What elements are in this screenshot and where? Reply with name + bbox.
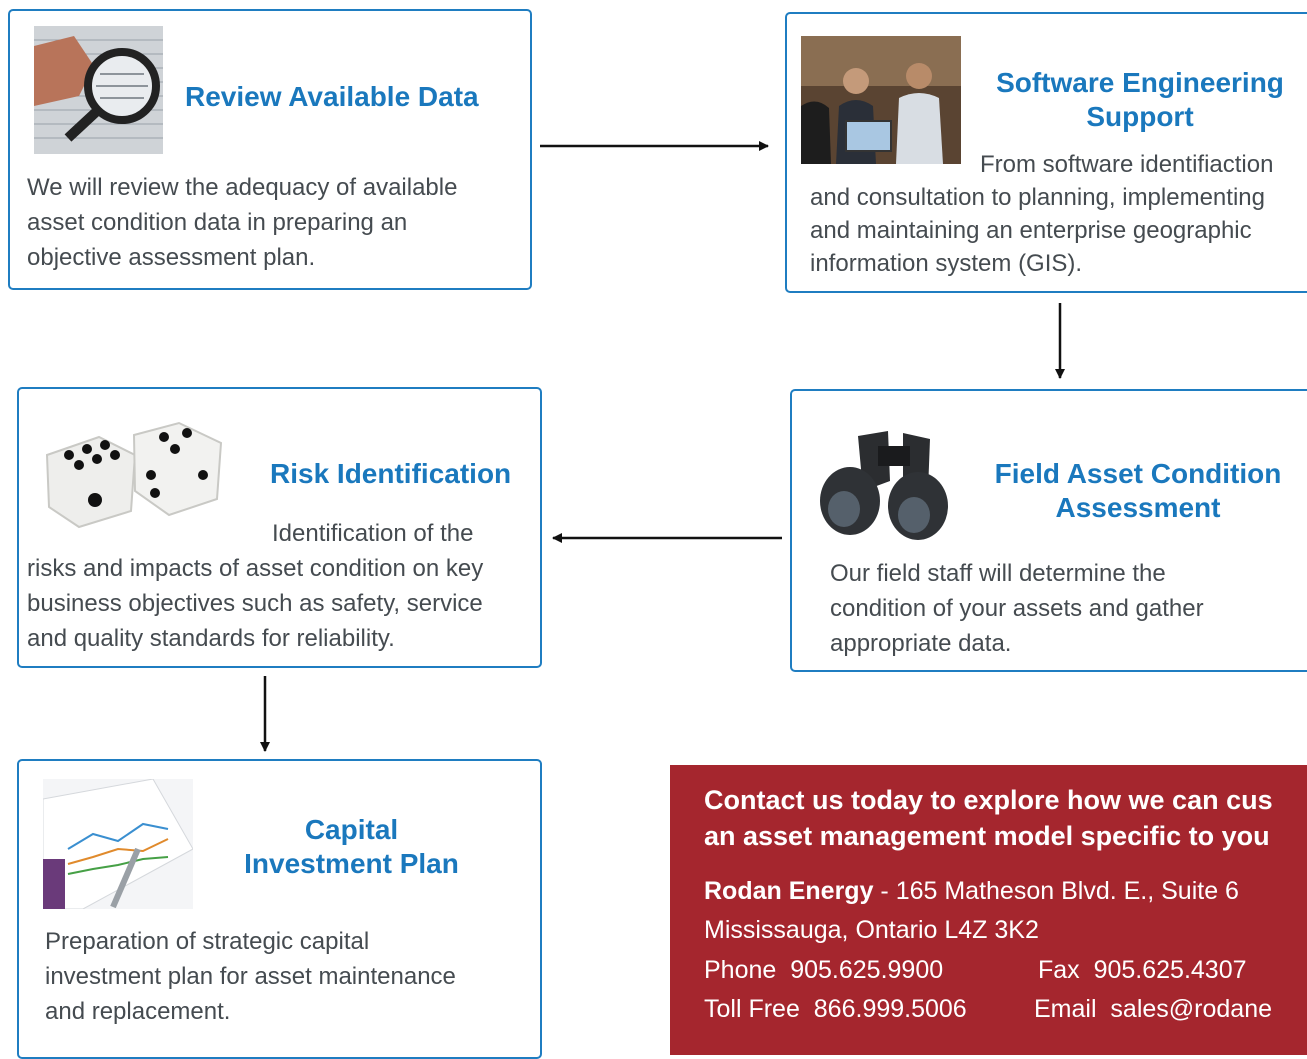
magnifying-glass-icon	[34, 26, 163, 154]
step-review-title: Review Available Data	[185, 81, 479, 112]
fax-number: 905.625.4307	[1093, 956, 1247, 984]
contact-panel: Contact us today to explore how we can c…	[670, 765, 1307, 1055]
step-capital-body: Preparation of strategic capital investm…	[45, 928, 456, 1025]
step-review-body: We will review the adequacy of available…	[27, 174, 458, 271]
email-label: Email	[1034, 995, 1097, 1023]
step-field-title: Field Asset Condition Assessment	[994, 458, 1282, 523]
step-field-card: Field Asset Condition Assessment Our fie…	[790, 389, 1307, 672]
step-capital-card: Capital Investment Plan Preparation of s…	[17, 759, 542, 1059]
tollfree-number: 866.999.5006	[813, 995, 967, 1023]
dice-icon	[39, 415, 229, 530]
contact-address-line-2: Mississauga, Ontario L4Z 3K2	[704, 916, 1039, 944]
step-capital-title: Capital Investment Plan	[244, 814, 459, 879]
step-risk-body: Identification of the risks and impacts …	[27, 520, 484, 652]
step-risk-title: Risk Identification	[270, 458, 512, 489]
step-software-body: From software identifiaction and consult…	[810, 151, 1274, 277]
contact-phone-line: Phone 905.625.9900	[704, 956, 943, 985]
binoculars-icon	[818, 421, 958, 546]
flow-arrows	[260, 141, 1065, 752]
chart-and-pen-icon	[43, 779, 193, 909]
step-risk-card: Risk Identification Identification of th…	[17, 387, 542, 668]
contact-headline-2: an asset management model specific to yo…	[704, 821, 1270, 851]
tollfree-label: Toll Free	[704, 995, 800, 1023]
contact-fax-line: Fax 905.625.4307	[1038, 956, 1247, 985]
step-software-title: Software Engineering Support	[996, 67, 1284, 132]
email-address[interactable]: sales@rodane	[1110, 995, 1273, 1023]
address-street: - 165 Matheson Blvd. E., Suite 6	[873, 877, 1239, 905]
phone-number: 905.625.9900	[790, 956, 944, 984]
business-meeting-icon	[801, 36, 961, 164]
contact-email-line[interactable]: Email sales@rodane	[1034, 995, 1272, 1024]
step-review-card: Review Available Data We will review the…	[8, 9, 532, 290]
fax-label: Fax	[1038, 956, 1080, 984]
contact-tollfree-line: Toll Free 866.999.5006	[704, 995, 967, 1024]
contact-address-line-1: Rodan Energy - 165 Matheson Blvd. E., Su…	[704, 877, 1239, 906]
step-field-body: Our field staff will determine the condi…	[830, 560, 1204, 657]
step-software-card: Software Engineering Support From softwa…	[785, 12, 1307, 293]
company-name: Rodan Energy	[704, 877, 874, 905]
phone-label: Phone	[704, 956, 777, 984]
contact-headline-1: Contact us today to explore how we can c…	[704, 785, 1273, 815]
